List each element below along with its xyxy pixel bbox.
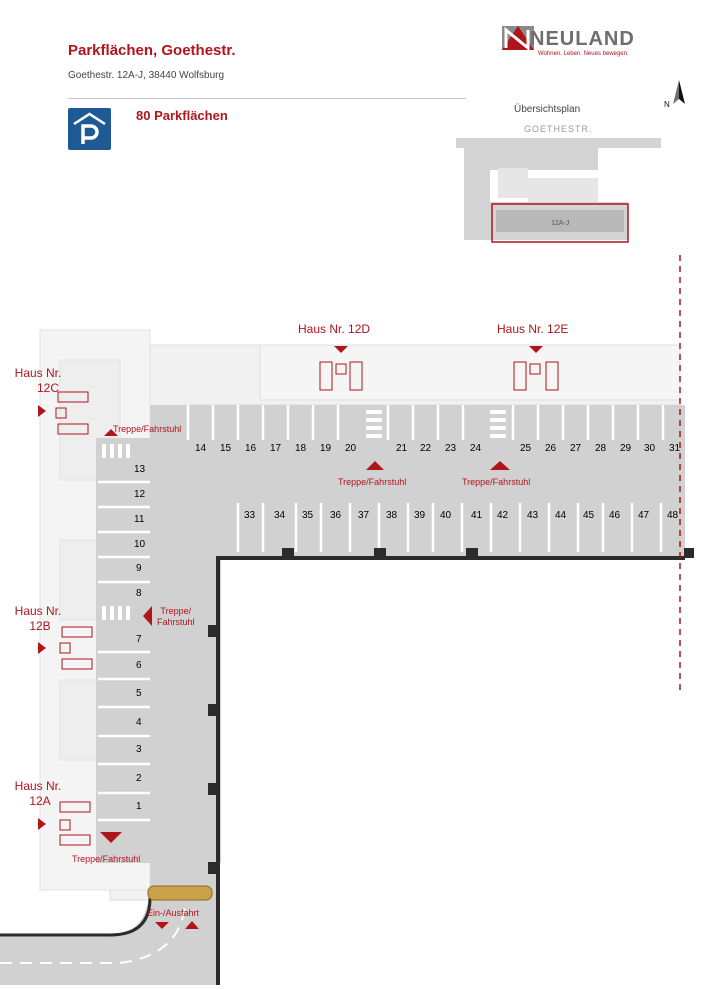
spot-43: 43 — [527, 510, 539, 521]
spot-28: 28 — [595, 443, 607, 454]
spot-20: 20 — [345, 443, 357, 454]
spot-29: 29 — [620, 443, 632, 454]
spot-40: 40 — [440, 510, 452, 521]
stair-label-mid: Treppe/ Fahrstuhl — [157, 606, 195, 628]
spot-19: 19 — [320, 443, 332, 454]
spot-31: 31 — [669, 443, 681, 454]
house-12d-label: Haus Nr. 12D — [298, 322, 371, 336]
house-12c-label: Haus Nr. 12C — [10, 366, 66, 396]
overview-building-label: 12A-J — [551, 220, 570, 227]
house-12b-line2: 12B — [29, 619, 51, 633]
spot-12: 12 — [134, 489, 146, 500]
spot-23: 23 — [445, 443, 457, 454]
spot-16: 16 — [245, 443, 257, 454]
spot-8: 8 — [136, 588, 142, 599]
house-12b-label: Haus Nr. 12B — [10, 604, 66, 634]
north-label: N — [664, 100, 670, 109]
spot-39: 39 — [414, 510, 426, 521]
spot-9: 9 — [136, 563, 142, 574]
spot-33: 33 — [244, 510, 256, 521]
spot-35: 35 — [302, 510, 314, 521]
spot-18: 18 — [295, 443, 307, 454]
spot-7: 7 — [136, 634, 142, 645]
stair-label-bottom: Treppe/Fahrstuhl — [72, 854, 141, 864]
overview-map: 12A-J — [456, 138, 661, 248]
spot-48: 48 — [667, 510, 679, 521]
parking-garage-icon — [68, 108, 111, 150]
house-12b-line1: Haus Nr. — [14, 604, 62, 618]
spot-2: 2 — [136, 773, 142, 784]
spot-45: 45 — [583, 510, 595, 521]
spot-10: 10 — [134, 539, 146, 550]
spot-44: 44 — [555, 510, 567, 521]
spot-1: 1 — [136, 801, 142, 812]
stair-label-mid-line1: Treppe/ — [160, 606, 192, 616]
house-12c-line1: Haus Nr. — [14, 366, 62, 380]
spot-5: 5 — [136, 688, 142, 699]
spot-36: 36 — [330, 510, 342, 521]
neuland-logo: NEULAND Wohnen. Leben. Neues bewegen. — [500, 22, 650, 62]
spot-38: 38 — [386, 510, 398, 521]
logo-name: NEULAND — [530, 28, 635, 50]
spot-22: 22 — [420, 443, 432, 454]
spot-15: 15 — [220, 443, 232, 454]
spot-6: 6 — [136, 660, 142, 671]
house-12a-line1: Haus Nr. — [14, 779, 62, 793]
spot-3: 3 — [136, 744, 142, 755]
parking-count: 80 Parkflächen — [136, 108, 228, 123]
house-12c-line2: 12C — [36, 381, 59, 395]
spot-30: 30 — [644, 443, 656, 454]
spot-11: 11 — [134, 514, 145, 525]
overview-label: Übersichtsplan — [514, 104, 581, 115]
spot-24: 24 — [470, 443, 482, 454]
spot-34: 34 — [274, 510, 286, 521]
address: Goethestr. 12A-J, 38440 Wolfsburg — [68, 70, 225, 81]
stair-label-mid-line2: Fahrstuhl — [157, 617, 195, 627]
spot-47: 47 — [638, 510, 650, 521]
divider — [68, 98, 466, 99]
stair-label-top-left: Treppe/Fahrstuhl — [113, 424, 182, 434]
stair-label-12e: Treppe/Fahrstuhl — [462, 477, 531, 487]
house-12e-label: Haus Nr. 12E — [497, 322, 569, 336]
overview-street-label: GOETHESTR. — [524, 124, 593, 134]
garage-floor-plan: 13 12 11 10 9 8 7 6 5 4 3 2 1 14 15 16 1… — [0, 250, 713, 985]
spot-26: 26 — [545, 443, 557, 454]
spot-42: 42 — [497, 510, 509, 521]
spot-4: 4 — [136, 717, 142, 728]
stair-label-12d: Treppe/Fahrstuhl — [338, 477, 407, 487]
house-12a-line2: 12A — [29, 794, 51, 808]
spot-46: 46 — [609, 510, 621, 521]
north-arrow-icon: N — [662, 78, 692, 110]
logo-slogan: Wohnen. Leben. Neues bewegen. — [538, 51, 629, 57]
spot-17: 17 — [270, 443, 282, 454]
page-title: Parkflächen, Goethestr. — [68, 42, 236, 59]
spot-25: 25 — [520, 443, 532, 454]
spot-14: 14 — [195, 443, 207, 454]
entrance-label: Ein-/Ausfahrt — [147, 908, 200, 918]
spot-21: 21 — [396, 443, 408, 454]
spot-37: 37 — [358, 510, 370, 521]
spot-13: 13 — [134, 464, 146, 475]
spot-41: 41 — [471, 510, 483, 521]
spot-27: 27 — [570, 443, 582, 454]
house-12a-label: Haus Nr. 12A — [10, 779, 66, 809]
